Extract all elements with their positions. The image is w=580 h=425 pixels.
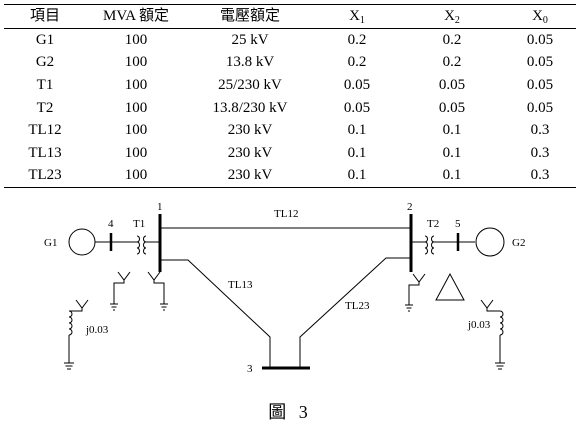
- label-bus2: 2: [407, 201, 413, 213]
- power-system-diagram: G1 4 T1 1 TL12 2 T2 5 G2 TL13 TL23 3 j0.…: [44, 201, 525, 375]
- table-cell-item: TL13: [28, 144, 62, 161]
- table-cell-item: G2: [35, 54, 55, 71]
- table-cell-x2: 0.2: [442, 54, 462, 71]
- generator-g2-symbol: [475, 227, 505, 257]
- table-cell-mva: 100: [124, 144, 148, 161]
- table-cell-x2: 0.1: [442, 144, 462, 161]
- header-x1: X1: [349, 8, 365, 27]
- label-bus3: 3: [247, 363, 253, 375]
- label-bus4: 4: [108, 218, 114, 230]
- table-cell-voltage: 25 kV: [231, 31, 269, 48]
- table-cell-x0: 0.3: [530, 122, 550, 139]
- table-cell-x2: 0.1: [442, 167, 462, 184]
- table-header-row: 項目 MVA 額定 電壓額定 X1 X2 X0: [4, 4, 576, 29]
- header-mva: MVA 額定: [103, 8, 169, 25]
- table-cell-voltage: 13.8 kV: [225, 54, 275, 71]
- header-voltage: 電壓額定: [219, 8, 280, 25]
- transformer-t2-coil: [424, 235, 428, 255]
- label-g1: G1: [44, 237, 57, 249]
- table-cell-item: G1: [35, 31, 55, 48]
- g1-grounding-reactor: [64, 299, 89, 370]
- label-t2: T2: [427, 218, 439, 230]
- t2-wye-ground: [405, 273, 426, 312]
- table-cell-x1: 0.1: [347, 167, 367, 184]
- header-x0: X0: [532, 8, 548, 27]
- table-cell-x2: 0.1: [442, 122, 462, 139]
- table-cell-mva: 100: [124, 54, 148, 71]
- t1-wye-ground-primary: [110, 271, 131, 311]
- table-cell-item: TL23: [28, 167, 62, 184]
- generator-g1-symbol: [68, 228, 96, 256]
- header-item: 項目: [29, 8, 60, 25]
- table-cell-voltage: 230 kV: [227, 122, 273, 139]
- table-cell-x1: 0.1: [347, 122, 367, 139]
- table-row: TL13 100 230 kV 0.1 0.1 0.3: [4, 142, 576, 165]
- table-cell-x1: 0.2: [347, 54, 367, 71]
- table-cell-item: T1: [36, 77, 54, 94]
- table-cell-mva: 100: [124, 77, 148, 94]
- table-cell-x2: 0.05: [438, 99, 466, 116]
- table-cell-x1: 0.05: [343, 77, 371, 94]
- table-cell-item: T2: [36, 99, 54, 116]
- table-cell-x1: 0.2: [347, 31, 367, 48]
- label-tl13: TL13: [228, 279, 253, 291]
- table-cell-x0: 0.05: [526, 31, 554, 48]
- table-row: G1 100 25 kV 0.2 0.2 0.05: [4, 28, 576, 51]
- t1-wye-ground-secondary: [147, 271, 168, 311]
- label-g2: G2: [512, 237, 525, 249]
- label-g1-reactance: j0.03: [85, 324, 109, 336]
- figure-caption: 圖 3: [268, 402, 312, 422]
- table-row: T1 100 25/230 kV 0.05 0.05 0.05: [4, 74, 576, 97]
- table-cell-mva: 100: [124, 122, 148, 139]
- label-tl12: TL12: [274, 208, 298, 220]
- table-cell-voltage: 25/230 kV: [218, 77, 282, 94]
- table-cell-x0: 0.05: [526, 54, 554, 71]
- transformer-t1-coil: [136, 235, 140, 255]
- parameter-table: 項目 MVA 額定 電壓額定 X1 X2 X0 G1 100 25 kV 0.2 0.2…: [4, 4, 576, 188]
- table-row: G2 100 13.8 kV 0.2 0.2 0.05: [4, 51, 576, 74]
- table-cell-x1: 0.05: [343, 99, 371, 116]
- label-g2-reactance: j0.03: [467, 319, 491, 331]
- table-cell-x0: 0.3: [530, 167, 550, 184]
- table-cell-x0: 0.05: [526, 99, 554, 116]
- table-cell-mva: 100: [124, 167, 148, 184]
- table-cell-x1: 0.1: [347, 144, 367, 161]
- label-bus5: 5: [455, 218, 461, 230]
- table-cell-x0: 0.3: [530, 144, 550, 161]
- table-cell-voltage: 230 kV: [227, 144, 273, 161]
- label-tl23: TL23: [345, 300, 370, 312]
- label-t1: T1: [133, 218, 145, 230]
- table-cell-mva: 100: [124, 31, 148, 48]
- table-cell-x2: 0.2: [442, 31, 462, 48]
- table-cell-item: TL12: [28, 122, 62, 139]
- parameter-table-container: 項目 MVA 額定 電壓額定 X1 X2 X0 G1 100 25 kV 0.2 0.2…: [4, 4, 576, 188]
- delta-symbol: [435, 272, 465, 301]
- g2-grounding-reactor: [480, 299, 505, 370]
- table-row: T2 100 13.8/230 kV 0.05 0.05 0.05: [4, 96, 576, 119]
- line-tl13: [160, 259, 271, 367]
- line-tl23: [299, 257, 411, 367]
- table-cell-x2: 0.05: [438, 77, 466, 94]
- table-cell-x0: 0.05: [526, 77, 554, 94]
- table-cell-mva: 100: [124, 99, 148, 116]
- table-cell-voltage: 230 kV: [227, 167, 273, 184]
- label-bus1: 1: [157, 201, 163, 213]
- table-row: TL23 100 230 kV 0.1 0.1 0.3: [4, 164, 576, 188]
- table-cell-voltage: 13.8/230 kV: [212, 99, 288, 116]
- header-x2: X2: [444, 8, 460, 27]
- table-row: TL12 100 230 kV 0.1 0.1 0.3: [4, 119, 576, 142]
